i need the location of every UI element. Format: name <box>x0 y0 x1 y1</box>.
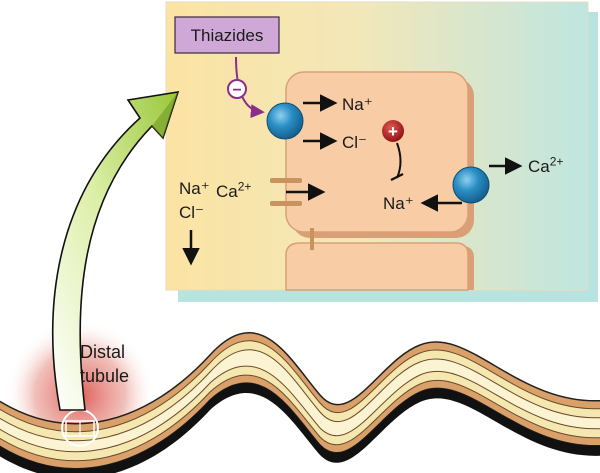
lumen-cl-label: Cl⁻ <box>179 203 204 222</box>
tubule-label-line1: Distal <box>80 342 125 362</box>
zoom-arrow-shade <box>152 92 178 138</box>
thiazides-box <box>174 16 280 54</box>
inhibition-icon <box>227 79 247 99</box>
epithelial-cell <box>285 71 474 238</box>
basolateral-ca-label: Ca2+ <box>528 154 563 177</box>
lumen-na-label: Na⁺ <box>179 179 210 198</box>
distal-tubule <box>0 332 600 473</box>
lumen-ca-label: Ca2+ <box>216 179 251 202</box>
lumen-ca-text: Ca2+ <box>216 179 252 201</box>
nacl-cotransporter <box>266 102 304 140</box>
thiazides-label: Thiazides <box>191 26 264 45</box>
activation-symbol: + <box>388 122 398 141</box>
basolateral-ca-text: Ca2+ <box>528 154 564 176</box>
intracellular-na-label: Na⁺ <box>383 194 414 213</box>
tubule-label-line2: tubule <box>80 366 129 386</box>
neighbor-cell <box>285 242 474 291</box>
paracellular-channel <box>270 178 302 206</box>
activation-bar <box>390 173 404 181</box>
activation-icon <box>382 120 404 142</box>
inhibition-symbol: − <box>232 82 241 99</box>
tight-junction <box>310 228 314 250</box>
apical-na-label: Na⁺ <box>342 95 373 114</box>
apical-cl-label: Cl⁻ <box>342 133 367 152</box>
na-ca-exchanger <box>452 166 490 204</box>
